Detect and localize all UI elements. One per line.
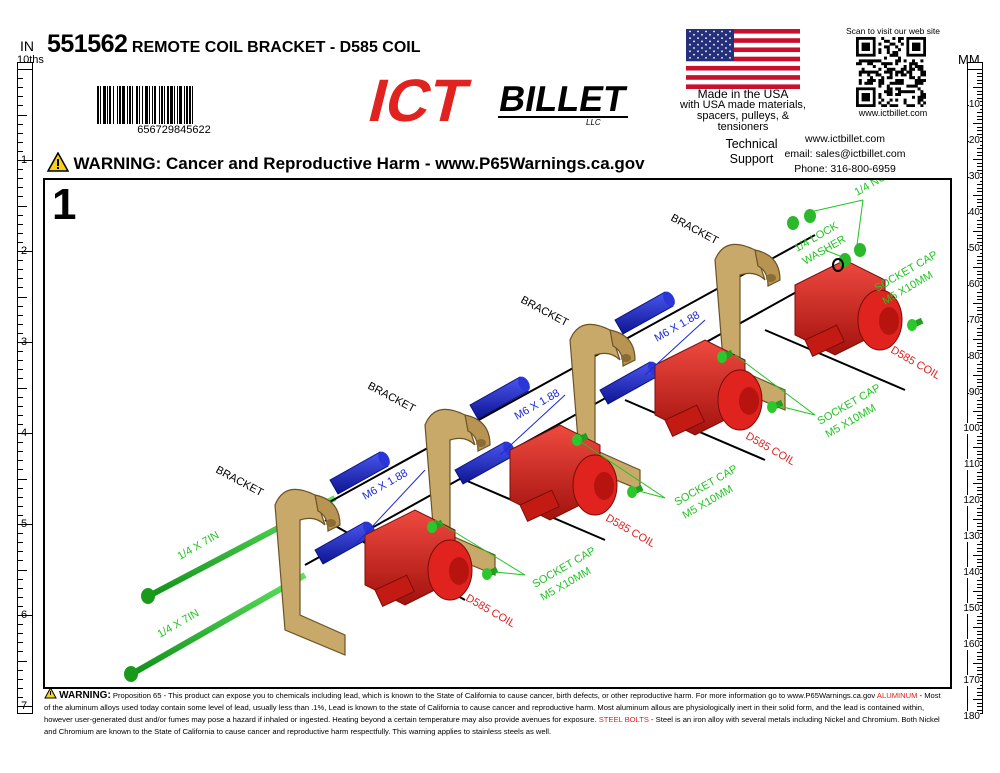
coils [364, 259, 903, 607]
barcode-number: 656729845622 [137, 124, 211, 136]
qr-caption: Scan to visit our web site [845, 26, 940, 36]
coil-label: D585 COIL [889, 344, 943, 382]
footer-aluminum-label: ALUMINUM [876, 691, 918, 700]
rod-label: 1/4 X 7IN [176, 529, 222, 562]
rod-end-nut [141, 588, 155, 604]
ruler-right-label: 20 [968, 135, 980, 146]
barcode [97, 86, 193, 124]
ruler-unit-in: IN [20, 38, 34, 54]
bracket-label: BRACKET [669, 212, 721, 247]
socket-cap-bolt [482, 566, 499, 580]
footer-prop65-text: Proposition 65 - This product can expose… [112, 691, 876, 700]
ruler-left-label: 6 [21, 609, 28, 621]
tech-support-label: Technical Support [714, 137, 789, 167]
bracket-label: BRACKET [366, 380, 418, 415]
ruler-right-label: 130 [963, 531, 980, 542]
warning-icon [44, 687, 57, 699]
rods [124, 495, 337, 682]
coil-label: D585 COIL [744, 430, 798, 468]
ruler-right-label: 120 [963, 495, 980, 506]
tech-support-line1: Technical [725, 137, 778, 151]
coil-label: D585 COIL [464, 592, 518, 630]
ruler-right-label: 30 [968, 171, 980, 182]
ruler-right-label: 140 [963, 567, 980, 578]
prop65-footer: WARNING: Proposition 65 - This product c… [44, 687, 944, 738]
made-in-usa: Made in the USA with USA made materials,… [670, 87, 816, 133]
diagram-panel: BRACKET BRACKET BRACKET BRACKET 1/4 X 7IN 1/4… [43, 168, 952, 689]
d585-coil-1 [364, 509, 473, 607]
assembly-diagram: BRACKET BRACKET BRACKET BRACKET 1/4 X 7IN 1/4… [124, 168, 943, 682]
footer-steel-text: - Steel is an iron alloy with several me… [44, 715, 940, 736]
bracket-label: BRACKET [519, 294, 571, 329]
d585-coil-4 [794, 259, 903, 357]
spacer [614, 291, 675, 335]
nut-label: 1/4 NUT [853, 180, 895, 199]
ruler-right-label: 160 [963, 639, 980, 650]
usa-flag-icon [686, 29, 800, 89]
page-title: 551562 REMOTE COIL BRACKET - D585 COIL [47, 30, 421, 59]
socket-cap-bolt [907, 317, 924, 331]
ict-billet-logo: ICT BILLET LLC [348, 63, 648, 134]
bracket-label: BRACKET [214, 464, 266, 499]
part-number: 551562 [47, 30, 128, 58]
ruler-right-label: 90 [968, 387, 980, 398]
ruler-left-label: 2 [21, 245, 28, 257]
support-phone: Phone: 316-800-6959 [794, 163, 896, 175]
ruler-right-label: 170 [963, 675, 980, 686]
logo-billet-text: BILLET [496, 78, 629, 119]
ruler-right-label: 100 [963, 423, 980, 434]
made-in-usa-line2: with USA made materials, [680, 99, 806, 111]
spacer-label: M6 X 1.88 [653, 309, 702, 344]
ruler-right-label: 50 [968, 243, 980, 254]
tech-support-line2: Support [729, 152, 774, 166]
ruler-right-label: 110 [964, 459, 980, 470]
ruler-right-label: 40 [968, 207, 980, 218]
ruler-left-label: 3 [21, 336, 28, 348]
footer-warning-label: WARNING: [59, 690, 111, 701]
part-title: REMOTE COIL BRACKET - D585 COIL [131, 39, 421, 56]
nuts-washers [787, 209, 866, 272]
made-in-usa-line3: spacers, pulleys, & tensioners [696, 110, 790, 133]
logo-ict-text: ICT [362, 67, 475, 133]
ruler-left-label: 5 [21, 518, 28, 530]
coil-label: D585 COIL [604, 512, 658, 550]
ruler-left-label: 1 [21, 154, 28, 166]
qr-url[interactable]: www.ictbillet.com [858, 108, 928, 118]
ruler-left: 1 2 3 4 5 6 7 [17, 62, 33, 714]
d585-coil-2 [509, 424, 618, 522]
qr-code[interactable] [856, 37, 926, 107]
ruler-right-label: 70 [968, 315, 980, 326]
ruler-right-label: 80 [968, 351, 980, 362]
spacer [469, 376, 530, 420]
support-website[interactable]: www.ictbillet.com [805, 133, 885, 145]
rod-end-nut [124, 666, 138, 682]
contact-info: www.ictbillet.com email: sales@ictbillet… [780, 132, 910, 177]
footer-aluminum-text: - Most of the aluminum alloys used today… [44, 691, 941, 724]
spacer-leaders [354, 319, 706, 546]
ruler-right: 10 20 30 40 50 60 70 80 90 100 110 120 130 140 150 160 1… [963, 62, 983, 722]
logo-llc-text: LLC [586, 118, 601, 127]
made-in-usa-title: Made in the USA [697, 87, 789, 101]
warning-banner: WARNING: Cancer and Reproductive Harm - … [47, 152, 645, 174]
spacer [329, 451, 390, 495]
ruler-right-label: 180 [963, 711, 980, 722]
warning-icon [47, 152, 69, 172]
spacer [599, 361, 660, 405]
ruler-right-label: 150 [963, 603, 980, 614]
ruler-right-label: 10 [968, 99, 980, 110]
support-email[interactable]: email: sales@ictbillet.com [784, 148, 906, 160]
d585-coil-3 [654, 339, 763, 437]
leader-lines [434, 199, 864, 576]
step-number: 1 [52, 180, 77, 229]
bracket-1 [274, 488, 346, 656]
warning-banner-text: WARNING: Cancer and Reproductive Harm - … [73, 154, 645, 173]
ruler-left-label: 4 [21, 427, 28, 439]
ruler-right-label: 60 [968, 279, 980, 290]
socket-cap-bolt [717, 349, 734, 363]
footer-steel-label: STEEL BOLTS [598, 715, 649, 724]
ruler-left-label: 7 [21, 700, 28, 712]
